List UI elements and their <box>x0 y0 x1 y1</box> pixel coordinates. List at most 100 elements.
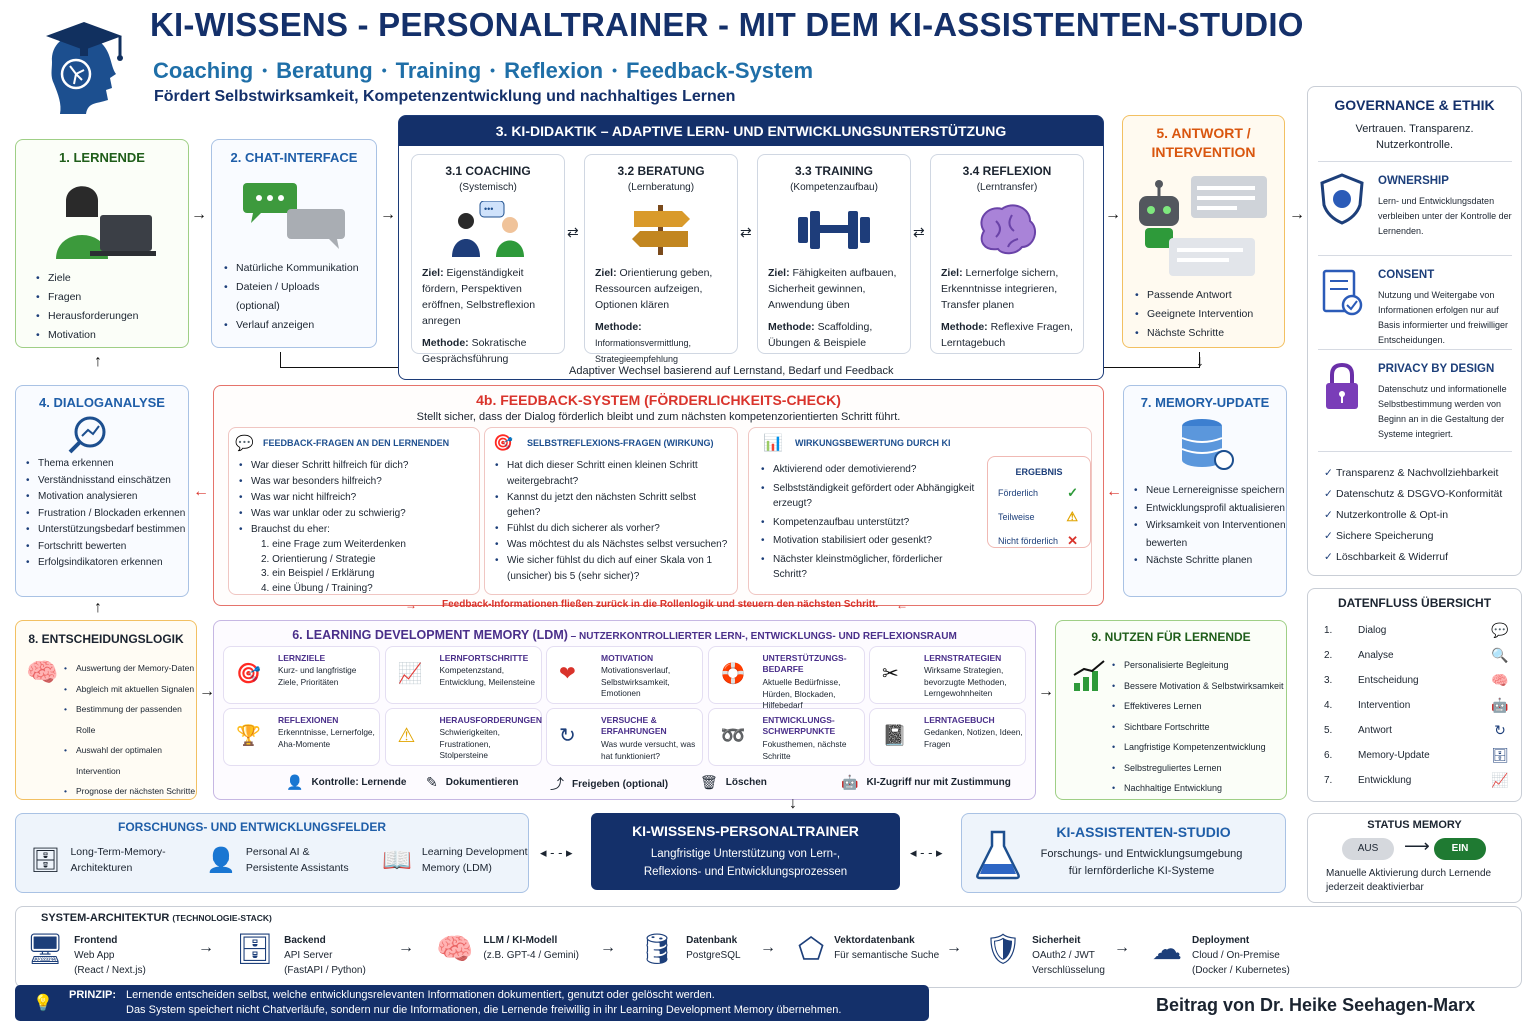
list-item: Erfolgsindikatoren erkennen <box>24 555 188 572</box>
ziel-label: Ziel: <box>941 267 963 279</box>
arch-title-main: SYSTEM-ARCHITEKTUR <box>41 912 170 924</box>
list-item: Fortschritt bewerten <box>24 539 188 556</box>
entscheidung-title: 8. ENTSCHEIDUNGSLOGIK <box>28 632 184 646</box>
ldm-cell: ➿ ENTWICKLUNGS-SCHWERPUNKTE Fokusthemen,… <box>707 708 865 766</box>
ldm-cell: ❤ MOTIVATION Motivationsverlauf, Selbstw… <box>546 646 703 704</box>
box-governance: GOVERNANCE & ETHIK Vertrauen. Transparen… <box>1307 86 1522 576</box>
methode-label: Methode: <box>422 337 469 349</box>
lernende-title: 1. LERNENDE <box>59 150 145 165</box>
forschung-label: Long-Term-Memory-Architekturen <box>70 846 166 874</box>
df-icon: ↻ <box>1494 721 1506 738</box>
df-num: 3. <box>1324 674 1333 686</box>
list-item: Personalisierte Begleitung <box>1110 655 1284 676</box>
card-sub: (Lernberatung) <box>627 182 695 193</box>
brain-icon: 🧠 <box>26 657 59 687</box>
ldm-footer-label: Dokumentieren <box>445 777 519 788</box>
status-arrow-icon: ⟶ <box>1404 836 1430 856</box>
list-item: Effektiveres Lernen <box>1110 696 1284 717</box>
list-item: Fragen <box>34 288 188 307</box>
arch-icon: ☁ <box>1152 933 1182 966</box>
didaktik-card: 3.3 TRAINING (Kompetenzaufbau) Ziel: Fäh… <box>757 154 911 354</box>
arch-item-line: Für semantische Suche <box>834 950 940 961</box>
feedback-col-questions: 💬 FEEDBACK-FRAGEN AN DEN LERNENDEN War d… <box>228 427 480 595</box>
status-on-toggle[interactable]: EIN <box>1434 838 1486 860</box>
gov-divider <box>1318 349 1512 350</box>
list-item: Löschbarkeit & Widerruf <box>1322 547 1502 568</box>
ldm-cell-title: HERAUSFORDERUNGEN <box>439 715 542 725</box>
ldm-footer-item[interactable]: 👤 Kontrolle: Lernende <box>286 774 406 791</box>
arch-text: Backend API Server(FastAPI / Python) <box>284 931 366 978</box>
list-item: Was war nicht hilfreich? <box>237 490 408 506</box>
df-label: Entscheidung <box>1358 674 1419 686</box>
ziel-text: Fähigkeiten aufbauen, Sicherheit gewinne… <box>768 267 897 311</box>
ldm-cell-text: Schwierigkeiten, Frustrationen, Stolpers… <box>439 727 500 760</box>
feedback-col-assessment: 📊 WIRKUNGSBEWERTUNG DURCH KI Aktivierend… <box>748 427 1092 595</box>
subtitle-item: Reflexion <box>504 58 604 83</box>
card-title: 3.1 COACHING <box>445 164 531 178</box>
list-item: Nächster kleinstmöglicher, förderlicher … <box>759 552 979 583</box>
df-icon: 🔍 <box>1491 646 1509 663</box>
ldm-footer-item[interactable]: 🤖 KI-Zugriff nur mit Zustimmung <box>841 774 1011 791</box>
ldm-cell-title: LERNZIELE <box>278 653 326 663</box>
list-item: Entwicklungsprofil aktualisieren <box>1132 500 1286 518</box>
gov-section-icon <box>1320 173 1364 230</box>
ldm-cell-icon: ➿ <box>720 725 746 747</box>
result-label: Nicht förderlich <box>998 536 1059 546</box>
card-icon: ••• <box>412 200 564 259</box>
df-num: 7. <box>1324 774 1333 786</box>
list-item: Ziele <box>34 269 188 288</box>
result-status-icon: ✓ <box>1067 485 1078 500</box>
df-label: Intervention <box>1358 699 1411 711</box>
arch-arrow: → <box>946 939 962 956</box>
list-item: Sichere Speicherung <box>1322 526 1502 547</box>
box-nutzen: 9. NUTZEN FÜR LERNENDE Personalisierte B… <box>1055 620 1287 800</box>
arch-item: ☁ Deployment Cloud / On-Premise(Docker /… <box>1152 931 1290 978</box>
center-title: KI-WISSENS-PERSONALTRAINER <box>632 823 859 839</box>
center-text: Langfristige Unterstützung von Lern-, Re… <box>643 848 848 878</box>
box-forschung: FORSCHUNGS- UND ENTWICKLUNGSFELDER 🗄 Lon… <box>15 813 529 893</box>
datenfluss-row: 2. Analyse 🔍 <box>1324 644 1512 666</box>
result-rows: Förderlich ✓ Teilweise ⚠ Nicht förderlic… <box>988 485 1090 549</box>
forschung-icon: 🗄 <box>30 846 61 874</box>
arch-item-title: Frontend <box>74 935 118 946</box>
ldm-cell-text: Fokusthemen, nächste Schritte <box>762 739 847 761</box>
gov-divider <box>1318 451 1512 452</box>
ldm-title-main: 6. LEARNING DEVELOPMENT MEMORY (LDM) <box>292 628 568 642</box>
ldm-cell: ✂ LERNSTRATEGIEN Wirksame Strategien, be… <box>869 646 1026 704</box>
fb-arrow-right: ← <box>896 598 908 612</box>
ziel-text: Lernerfolge sichern, Erkenntnisse integr… <box>941 267 1059 311</box>
nutzen-title: 9. NUTZEN FÜR LERNENDE <box>1091 630 1251 644</box>
ldm-footer-item[interactable]: ⤴ Freigeben (optional) <box>550 774 668 794</box>
df-icon: 🧠 <box>1491 671 1509 688</box>
result-status-icon: ⚠ <box>1066 509 1078 524</box>
ldm-footer-item[interactable]: 🗑 Löschen <box>700 774 767 791</box>
ldm-footer-item[interactable]: ✎ Dokumentieren <box>426 774 519 791</box>
list-item: Wirksamkeit von Interventionen bewerten <box>1132 517 1286 552</box>
status-text: Manuelle Aktivierung durch Lernende jede… <box>1326 868 1492 893</box>
ldm-cell-text: Erkenntnisse, Lernerfolge, Aha-Momente <box>278 727 375 749</box>
studio-text: Forschungs- und Entwicklungsumgebung für… <box>1040 848 1243 877</box>
list-item: Auswertung der Memory-Daten <box>62 658 196 679</box>
list-item: Bessere Motivation & Selbstwirksamkeit <box>1110 676 1284 697</box>
ziel-text: Orientierung geben, Ressourcen aufzeigen… <box>595 267 713 311</box>
governance-sub: Vertrauen. Transparenz. Nutzerkontrolle. <box>1355 123 1474 151</box>
didaktik-header: 3. KI-DIDAKTIK – ADAPTIVE LERN- UND ENTW… <box>399 116 1103 146</box>
list-item: Brauchst du eher: <box>237 522 408 538</box>
studio-title: KI-ASSISTENTEN-STUDIO <box>1056 824 1231 840</box>
arch-item-line: Web App <box>74 950 115 961</box>
datenfluss-row: 1. Dialog 💬 <box>1324 619 1512 641</box>
gov-section-text: Datenschutz und informationelle Selbstbe… <box>1378 384 1507 439</box>
ldm-cell-title: LERNTAGEBUCH <box>924 715 995 725</box>
ldm-cell-text: Motivationsverlauf, Selbstwirksamkeit, E… <box>601 665 671 698</box>
gov-section-icon <box>1320 361 1364 418</box>
feedback-col3-title: WIRKUNGSBEWERTUNG DURCH KI <box>795 438 951 448</box>
list-item: Transparenz & Nachvollziehbarkeit <box>1322 463 1502 484</box>
feedback-col1-list: War dieser Schritt hilfreich für dich?Wa… <box>237 458 408 596</box>
status-off-toggle[interactable]: AUS <box>1342 838 1394 860</box>
list-item: Selbstständigkeit gefördert oder Abhängi… <box>759 481 979 512</box>
prinzip-line2: Das System speichert nicht Chatverläufe,… <box>126 1004 842 1016</box>
list-item: Nutzerkontrolle & Opt-in <box>1322 505 1502 526</box>
box-studio: KI-ASSISTENTEN-STUDIO Forschungs- und En… <box>961 813 1286 893</box>
